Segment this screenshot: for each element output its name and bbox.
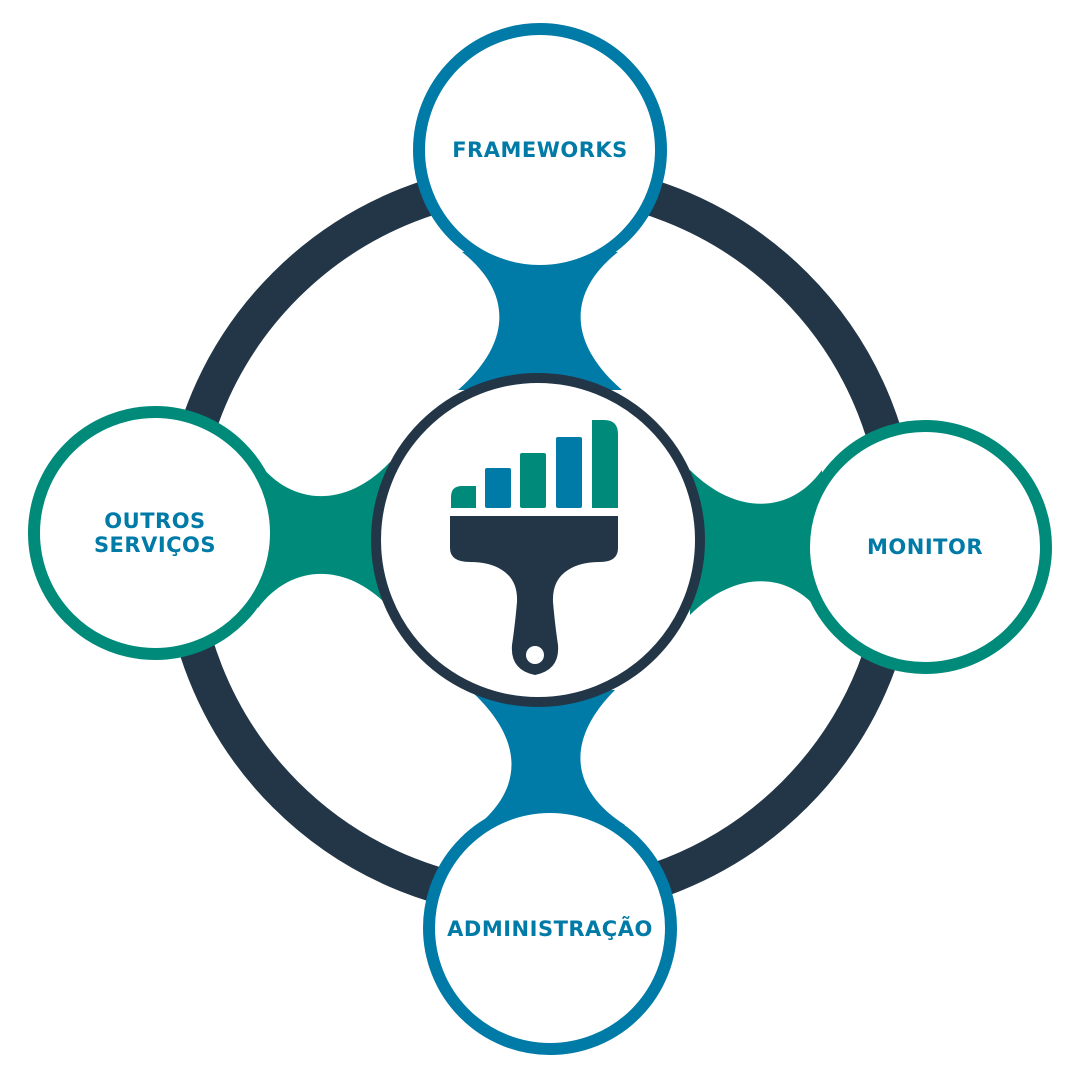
connector-left [258, 462, 390, 608]
chart-bar-1 [451, 486, 476, 508]
chart-bar-4 [556, 437, 582, 508]
connector-right [690, 470, 822, 615]
chart-bar-5 [592, 420, 618, 508]
node-circle-monitor[interactable] [798, 420, 1052, 674]
node-circle-frameworks[interactable] [413, 23, 667, 277]
node-label-administracao[interactable]: ADMINISTRAÇÃO [447, 917, 653, 941]
connector-bottom [470, 690, 625, 830]
brush-hole [526, 646, 544, 664]
node-circle-outros-servicos[interactable] [28, 406, 282, 660]
node-label-monitor[interactable]: MONITOR [867, 535, 983, 559]
node-label-outros-line1: OUTROS [104, 509, 206, 533]
chart-bar-2 [485, 468, 511, 508]
node-label-outros-servicos[interactable]: OUTROS SERVIÇOS [35, 509, 275, 557]
bar-chart [451, 420, 618, 508]
node-circle-administracao[interactable] [423, 801, 677, 1055]
chart-bar-3 [520, 453, 546, 508]
connector-top [458, 252, 622, 390]
node-label-frameworks[interactable]: FRAMEWORKS [452, 138, 628, 162]
paintbrush-with-bar-chart-icon [450, 420, 618, 675]
brush-body [450, 516, 618, 675]
node-label-outros-line2: SERVIÇOS [93, 533, 217, 557]
